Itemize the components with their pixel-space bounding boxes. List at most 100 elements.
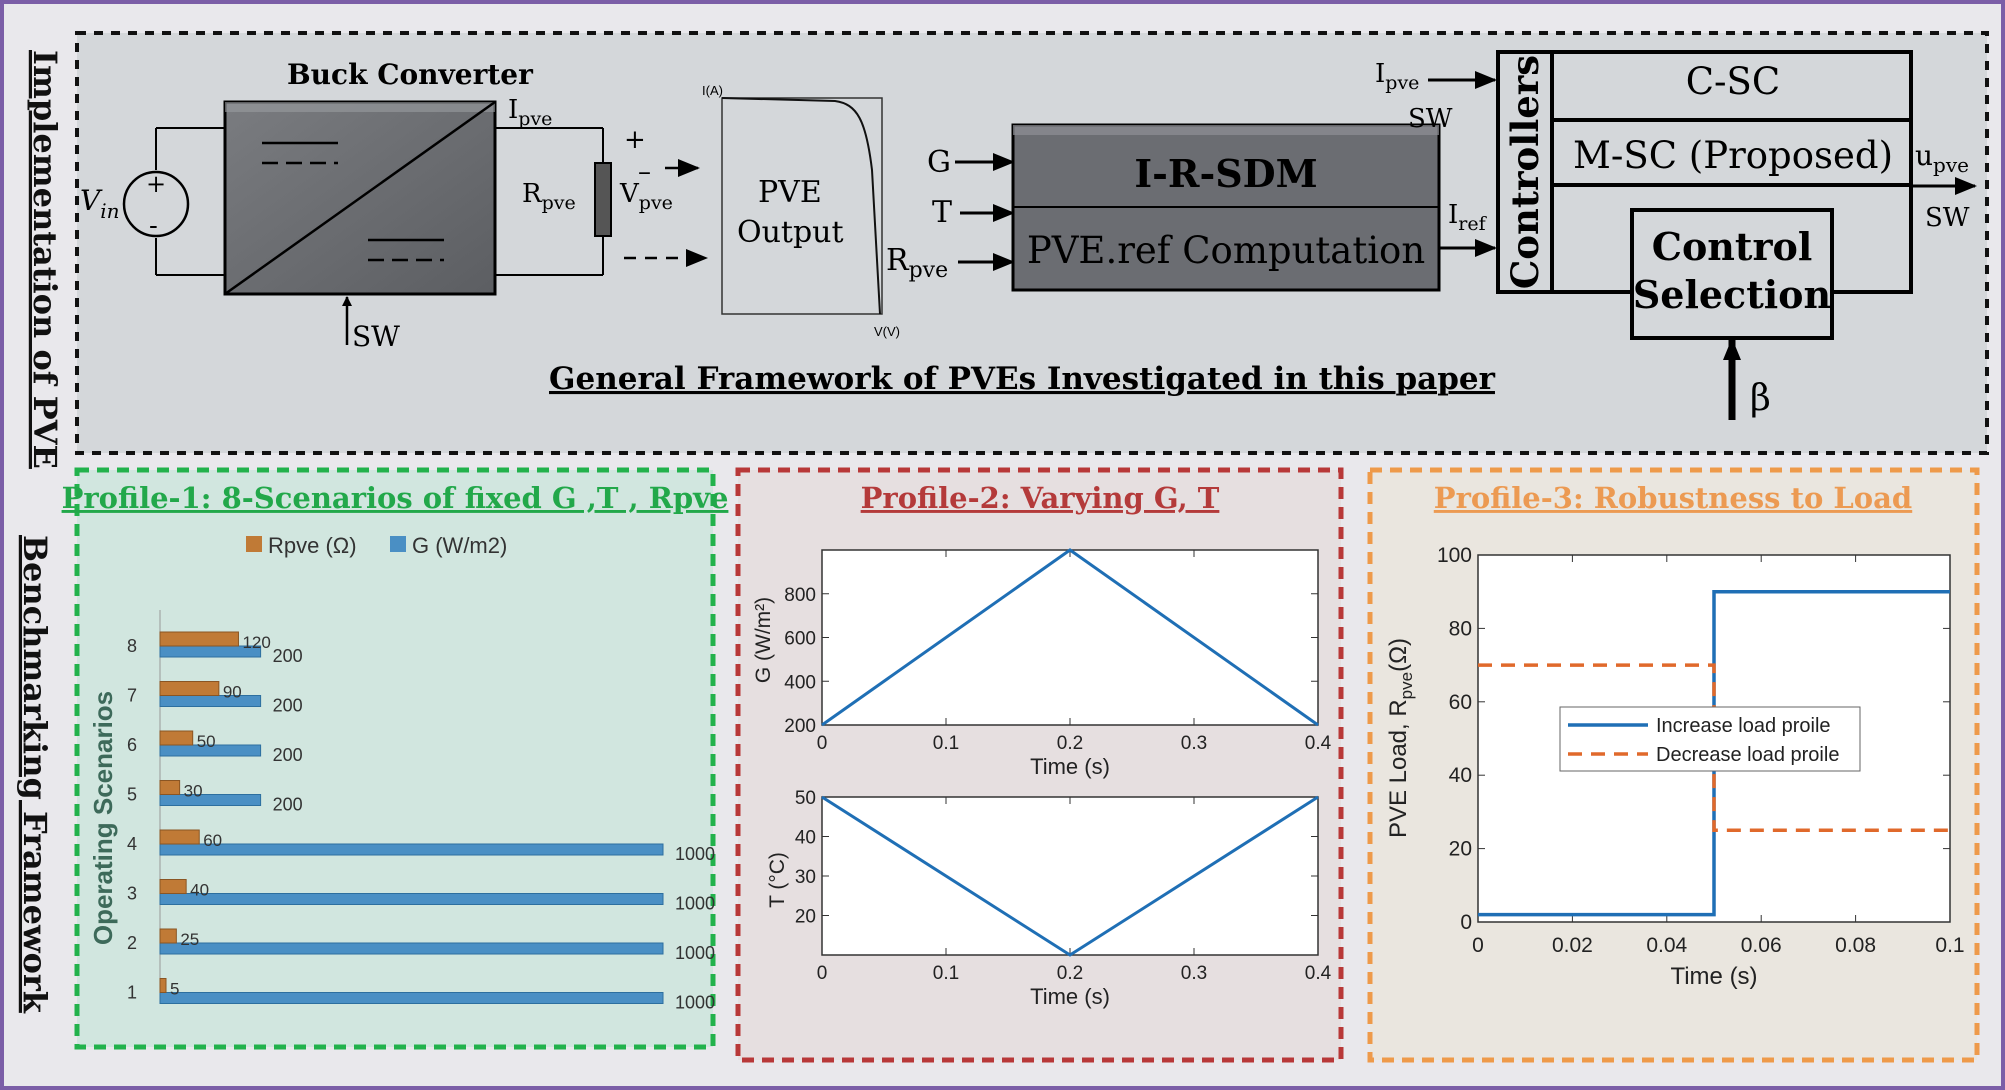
- plot-area: [821, 796, 1319, 956]
- controllers-block: Controllers C-SC M-SC (Proposed) Control…: [1496, 50, 1913, 340]
- legend-label: Increase load proile: [1656, 715, 1831, 737]
- x-tick-label: 0.08: [1835, 934, 1876, 957]
- x-tick-label: 0.3: [1181, 733, 1207, 754]
- csc-label: C-SC: [1686, 60, 1780, 103]
- scenario-tick-label: 3: [127, 884, 137, 904]
- sdm-inputs: G T Rpve: [886, 145, 1015, 283]
- x-tick-label: 0.02: [1552, 934, 1593, 957]
- sdm-block: I-R-SDM PVE.ref Computation: [1011, 123, 1441, 292]
- x-tick-label: 0.2: [1057, 963, 1083, 984]
- pv-curve-ylabel: I(A): [702, 83, 723, 98]
- bar-label-g: 200: [273, 795, 303, 815]
- vpve-label: Vpve: [619, 179, 673, 214]
- y-tick-label: 200: [784, 716, 816, 737]
- y-tick-label: 80: [1449, 617, 1472, 640]
- bar-g: [159, 893, 664, 905]
- x-tick-label: 0.4: [1305, 733, 1332, 754]
- legend-swatch-g: [390, 536, 406, 552]
- t-chart-ylabel: T (°C): [766, 852, 789, 908]
- x-tick-label: 0.3: [1181, 963, 1207, 984]
- bar-rpve: [159, 681, 220, 696]
- y-tick-label: 0: [1460, 911, 1472, 934]
- legend-label-g: G (W/m2): [412, 533, 507, 558]
- bar-g: [159, 992, 664, 1004]
- vpve-minus: –: [638, 157, 651, 187]
- bar-label-rpve: 120: [242, 633, 270, 652]
- scenario-tick-label: 5: [127, 785, 137, 805]
- pv-curve-text-2: Output: [737, 215, 844, 250]
- legend-label: Decrease load proile: [1656, 744, 1839, 766]
- buck-converter-label: Buck Converter: [287, 58, 534, 91]
- x-axis-label: Time (s): [1030, 984, 1110, 1009]
- bar-rpve: [159, 730, 194, 746]
- bar-label-g: 1000: [675, 894, 715, 914]
- x-tick-label: 0: [817, 963, 828, 984]
- bar-g: [159, 695, 262, 707]
- bar-label-rpve: 30: [184, 782, 203, 801]
- x-tick-label: 0.1: [1935, 934, 1964, 957]
- vpve-plus: +: [624, 125, 646, 155]
- msc-label: M-SC (Proposed): [1573, 134, 1893, 177]
- bar-g: [159, 744, 262, 757]
- bar-label-g: 200: [273, 646, 303, 666]
- control-selection-line1: Control: [1652, 224, 1813, 269]
- x-tick-label: 0: [1472, 934, 1484, 957]
- series-line: [821, 795, 1319, 957]
- profile2-title: Profile-2: Varying G, T: [861, 481, 1220, 515]
- pv-curve-text-1: PVE: [758, 175, 822, 210]
- bar-rpve: [159, 780, 181, 795]
- ipve-label: Ipve: [508, 95, 552, 130]
- bar-label-rpve: 5: [170, 980, 179, 999]
- controllers-label: Controllers: [1503, 55, 1547, 289]
- y-tick-label: 20: [1449, 838, 1472, 861]
- y-tick-label: 50: [795, 788, 816, 809]
- bar-label-rpve: 40: [190, 881, 209, 900]
- input-t-label: T: [932, 195, 952, 230]
- legend-label-rpve: Rpve (Ω): [268, 533, 357, 558]
- voltage-source: + - Vin: [80, 127, 225, 276]
- profile3-title: Profile-3: Robustness to Load: [1434, 481, 1912, 515]
- bar-rpve: [159, 978, 167, 993]
- bar-g: [159, 843, 664, 856]
- bar-label-g: 200: [273, 696, 303, 716]
- profile1-panel: Profile-1: 8-Scenarios of fixed G ,T , R…: [62, 467, 729, 1050]
- y-tick-label: 600: [784, 629, 816, 650]
- plot-area: [821, 549, 1319, 726]
- series-line: [821, 548, 1319, 727]
- bar-label-g: 1000: [675, 993, 715, 1013]
- sdm-subtitle: PVE.ref Computation: [1027, 229, 1425, 272]
- x-tick-label: 0.04: [1646, 934, 1687, 957]
- load-circuit: Ipve Rpve Vpve + –: [495, 95, 708, 276]
- scenario-tick-label: 1: [127, 983, 137, 1003]
- out-sw-label: SW: [1925, 203, 1970, 233]
- input-rpve-label: Rpve: [886, 243, 948, 283]
- y-tick-label: 40: [1449, 764, 1472, 787]
- pve-output-curve: I(A) V(V) PVE Output: [702, 83, 900, 339]
- framework-caption: General Framework of PVEs Investigated i…: [549, 361, 1496, 397]
- resistor-icon: [594, 162, 612, 237]
- bar-label-rpve: 50: [197, 732, 216, 751]
- source-plus: +: [146, 170, 166, 198]
- y-tick-label: 40: [795, 828, 816, 849]
- profile1-title: Profile-1: 8-Scenarios of fixed G ,T , R…: [62, 481, 729, 515]
- x-tick-label: 0: [817, 733, 828, 754]
- y-tick-label: 60: [1449, 691, 1472, 714]
- bar-rpve: [159, 928, 177, 944]
- control-selection-line2: Selection: [1633, 272, 1831, 317]
- bar-g: [159, 794, 262, 806]
- pv-curve-xlabel: V(V): [874, 324, 900, 339]
- bar-rpve: [159, 829, 200, 845]
- top-panel: + - Vin Buck Converter SW Ipve Rpve Vpv: [75, 31, 1989, 455]
- series-line: [1478, 663, 1950, 832]
- source-minus: -: [149, 211, 158, 241]
- scenario-tick-label: 8: [127, 636, 137, 656]
- y-tick-label: 400: [784, 672, 816, 693]
- x-tick-label: 0.06: [1741, 934, 1782, 957]
- profile1-ylabel: Operating Scenarios: [88, 691, 118, 945]
- bar-label-rpve: 60: [203, 831, 222, 850]
